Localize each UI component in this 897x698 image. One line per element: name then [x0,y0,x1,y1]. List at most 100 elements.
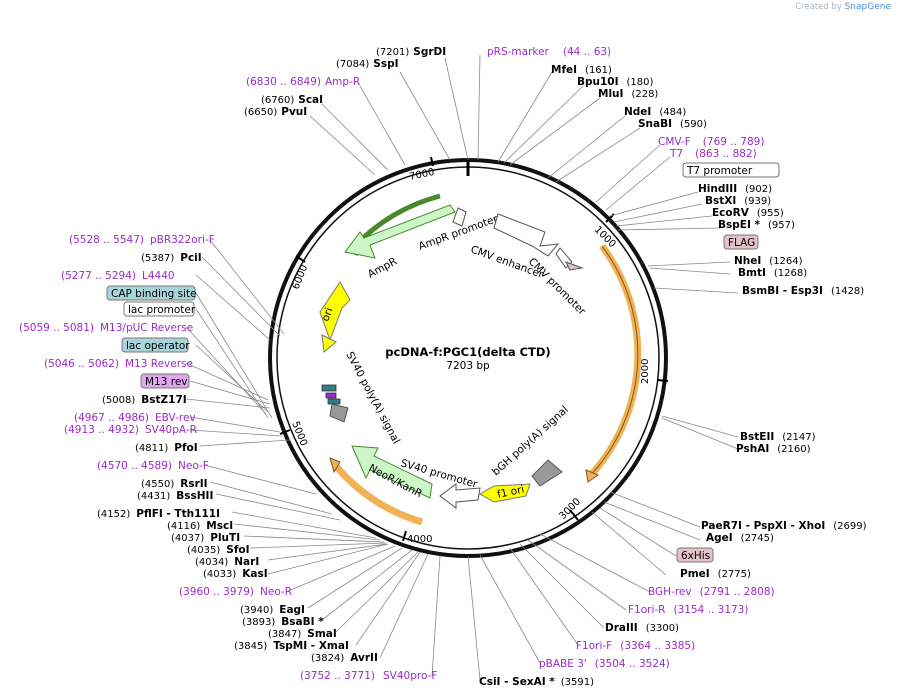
sv40-polya-label: SV40 poly(A) signal [343,350,402,446]
site-label-mfei: MfeI(161) [551,64,612,76]
ampr-arrow [344,204,456,259]
cds-arc-right [587,243,642,479]
site-label-bgh-rev: BGH-rev(2791 .. 2808) [648,586,775,598]
site-label-m13-reverse: (5046 .. 5062)M13 Reverse [44,358,193,370]
site-label-bsabi: (3893)BsaBI * [242,616,324,628]
site-label-hindiii: HindIII(902) [698,183,772,195]
site-label-rsrii: (4550)RsrII [141,478,208,490]
cap-mark [327,398,341,405]
ori-label: ori [320,306,336,323]
bgh-polya-label: bGH poly(A) signal [490,404,571,479]
cmv-enhancer-arrow [493,213,560,257]
plasmid-name: pcDNA-f:PGC1(delta CTD) [385,345,550,359]
labels-bottom-left: (3752 .. 3771)SV40pro-F (3824)AvrII (384… [19,234,437,682]
site-label-pshai: PshAI(2160) [736,443,811,455]
tick-7000: 7000 [408,167,435,183]
cds-arc-bottom [333,463,423,526]
labels-right-bottom: BstEII(2147) PshAI(2160) PaeR7I - PspXI … [479,431,867,688]
lac-operator-mark [321,384,337,392]
site-label-avrii: (3824)AvrII [311,652,378,664]
site-label-t7: T7(863 .. 882) [669,148,757,160]
his6-box: 6xHis [681,550,710,562]
flag-box: FLAG [728,237,755,249]
site-label-pvui: (6650)PvuI [244,106,307,118]
site-label-eagi: (3940)EagI [240,604,305,616]
site-label-kasi: (4033)KasI [203,568,268,580]
cds-arc-right-head [585,469,600,483]
site-label-tspmi-xmai: (3845)TspMI - XmaI [234,640,349,652]
flag-mark [564,261,584,271]
site-label-ecorv: EcoRV(955) [712,207,784,219]
site-label-sv40pro-f: (3752 .. 3771)SV40pro-F [300,670,437,682]
site-label-l4440: (5277 .. 5294)L4440 [61,270,175,282]
ori-arrow [319,281,351,342]
sv40-promoter-arrow [439,483,481,509]
site-label-neo-r: (3960 .. 3979)Neo-R [179,586,292,598]
site-label-nhei: NheI(1264) [734,255,803,267]
site-label-msci: (4116)MscI [167,520,233,532]
site-label-sspi: (7084)SspI [336,58,399,70]
site-label-ebv-rev: (4967 .. 4986)EBV-rev [74,412,196,424]
site-label-csii-sexai: CsiI - SexAI *(3591) [479,676,594,688]
plasmid-length: 7203 bp [446,360,490,372]
cmv-promoter-label: CMV promoter [526,256,588,318]
tick-2000: 2000 [640,359,651,384]
site-label-bstxi: BstXI(939) [705,195,771,207]
snapgene-credit: Created by SnapGene [795,2,891,12]
bgh-polya-box [531,459,563,487]
site-label-scai: (6760)ScaI [261,94,323,106]
f1-ori-arrow [478,483,531,503]
site-label-smai: (3847)SmaI [268,628,337,640]
f1-ori-label: f1 ori [496,484,525,501]
site-label-pfoi: (4811)PfoI [135,442,198,454]
site-label-bpu10i: Bpu10I(180) [577,76,654,88]
neor-arrow [351,445,433,499]
lac-promoter-box: lac promoter [128,304,196,316]
ampr-promoter-arrow [452,207,467,227]
site-label-sfoi: (4035)SfoI [187,544,250,556]
site-label-neo-f: (4570 .. 4589)Neo-F [97,460,209,472]
site-label-pmei: PmeI(2775) [680,568,751,580]
site-label-m13-puc-reverse: (5059 .. 5081)M13/pUC Reverse [19,322,193,334]
site-label-pluti: (4037)PluTI [171,532,240,544]
snapgene-logo: SnapGene [844,2,891,12]
site-label-bsshii: (4431)BssHII [137,490,213,502]
site-label-nari: (4034)NarI [195,556,259,568]
site-label-pflfi-tth111i: (4152)PflFI - Tth111I [97,508,220,520]
m13-rev-box: M13 rev [145,376,188,388]
site-label-draiii: DraIII(3300) [605,622,679,634]
t7-promoter-box: T7 promoter [686,165,753,177]
site-label-prs-marker: pRS-marker(44 .. 63) [487,46,611,58]
site-label-f1ori-r: F1ori-R(3154 .. 3173) [628,604,748,616]
site-label-amp-r: (6830 .. 6849)Amp-R [246,76,360,88]
cap-site-box: CAP binding site [111,288,197,300]
site-label-pcii: (5387)PciI [141,252,202,264]
site-label-bsteii: BstEII(2147) [740,431,816,443]
site-label-sv40pa-r: (4913 .. 4932)SV40pA-R [64,424,197,436]
site-label-paer7i-pspxi-xhoi: PaeR7I - PspXI - XhoI(2699) [701,520,867,532]
labels-top-left: (7201)SgrDI (7084)SspI (6830 .. 6849)Amp… [244,46,446,118]
site-label-f1ori-f: F1ori-F(3364 .. 3385) [576,640,695,652]
labels-top-right: pRS-marker(44 .. 63) MfeI(161) Bpu10I(18… [487,46,864,297]
site-label-bmti: BmtI(1268) [738,267,807,279]
site-label-pbabe-3: pBABE 3'(3504 .. 3524) [539,658,670,670]
site-label-sgrdi: (7201)SgrDI [376,46,446,58]
site-label-agei: AgeI(2745) [706,532,774,544]
site-label-snabi: SnaBI(590) [638,118,707,130]
boxed-labels: T7 promoter FLAG CAP binding site lac pr… [106,162,780,563]
site-label-ndei: NdeI(484) [624,106,686,118]
site-label-bsmbi-esp3i: BsmBI - Esp3I(1428) [742,285,864,297]
cds-arc-bottom-head [329,457,341,474]
sv40-polya-box [329,403,349,423]
site-label-pbr322ori-f: (5528 .. 5547)pBR322ori-F [69,234,215,246]
ampr-label: AmpR [366,255,399,280]
site-label-bspei: BspEI *(957) [718,219,795,231]
ori-arrow-head [321,334,337,353]
site-label-cmv-f: CMV-F(769 .. 789) [658,136,764,148]
site-label-mlui: MluI(228) [598,88,658,100]
credit-prefix: Created by [795,2,842,12]
m13-mark [325,392,337,399]
tick-3000: 3000 [557,496,583,522]
lac-operator-box: lac operator [126,340,190,352]
